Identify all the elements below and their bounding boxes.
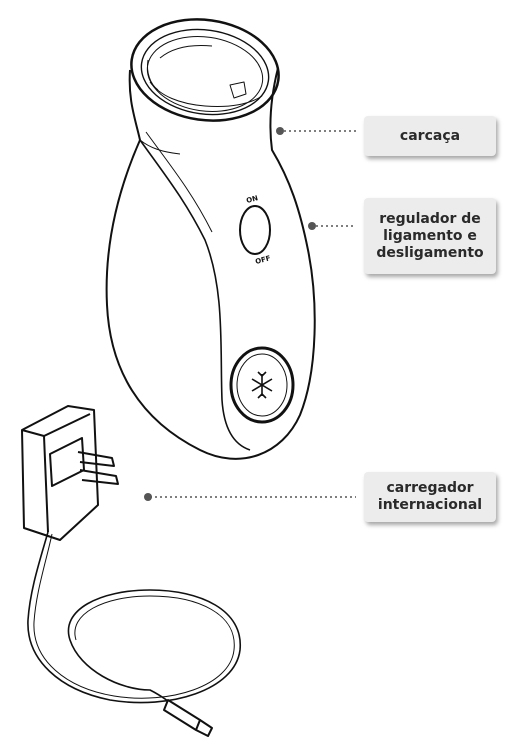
label-carcaca: carcaça	[364, 116, 496, 156]
mist-button	[229, 346, 295, 424]
switch-off-label: OFF	[254, 254, 271, 266]
label-regulador: regulador de ligamento e desligamento	[364, 198, 496, 274]
asterisk-icon	[251, 371, 273, 399]
leader-lines	[150, 130, 356, 498]
device-body	[105, 18, 316, 460]
charger	[21, 405, 241, 737]
label-carregador: carregador internacional	[364, 472, 496, 522]
power-switch: ON OFF	[239, 194, 272, 266]
switch-on-label: ON	[245, 194, 259, 205]
leader-dots	[144, 127, 316, 501]
